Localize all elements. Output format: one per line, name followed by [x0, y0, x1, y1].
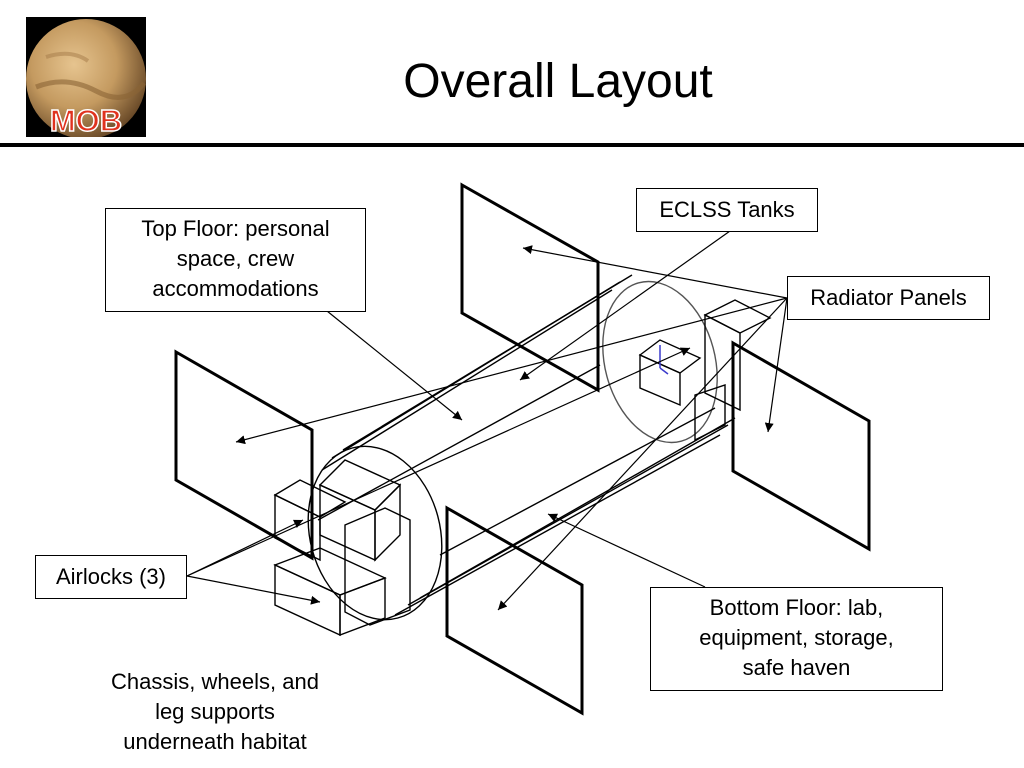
airlocks-label: Airlocks (3) — [35, 555, 187, 599]
eclss-tanks-label: ECLSS Tanks — [636, 188, 818, 232]
radiator-arrow-3 — [764, 297, 788, 433]
bottom-floor-label: Bottom Floor: lab, equipment, storage, s… — [650, 587, 943, 691]
radiator-arrow-4 — [497, 297, 788, 611]
radiator-arrow-2 — [235, 297, 788, 445]
radiator-panel-right — [731, 340, 871, 552]
top-floor-label: Top Floor: personal space, crew accommod… — [105, 208, 366, 312]
mars-planet-icon: MOB — [26, 19, 146, 137]
habitat-wireframe — [273, 274, 772, 637]
airlock-arrow-3 — [186, 575, 321, 605]
top-floor-arrow — [326, 310, 463, 421]
bottom-floor-arrow — [547, 513, 706, 588]
logo-text: MOB — [50, 103, 122, 137]
eclss-arrow — [519, 230, 731, 381]
chassis-label: Chassis, wheels, and leg supports undern… — [111, 669, 319, 754]
mob-logo: MOB — [26, 17, 146, 137]
airlock-arrow-1 — [186, 347, 691, 577]
radiator-panel-left — [174, 349, 314, 561]
radiator-panels-label: Radiator Panels — [787, 276, 990, 320]
title-divider — [0, 143, 1024, 147]
callout-arrows — [186, 230, 788, 611]
floor-boxes — [318, 339, 702, 562]
radiator-arrow-1 — [522, 245, 788, 299]
axis-marker — [659, 345, 669, 375]
airlock-arrow-2 — [186, 519, 304, 577]
radiator-panel-bottom — [445, 505, 584, 716]
radiator-panel-top — [460, 182, 600, 393]
habitat-cylinder — [307, 274, 736, 621]
slide-title: Overall Layout — [403, 55, 713, 108]
airlock-boxes — [273, 299, 772, 637]
